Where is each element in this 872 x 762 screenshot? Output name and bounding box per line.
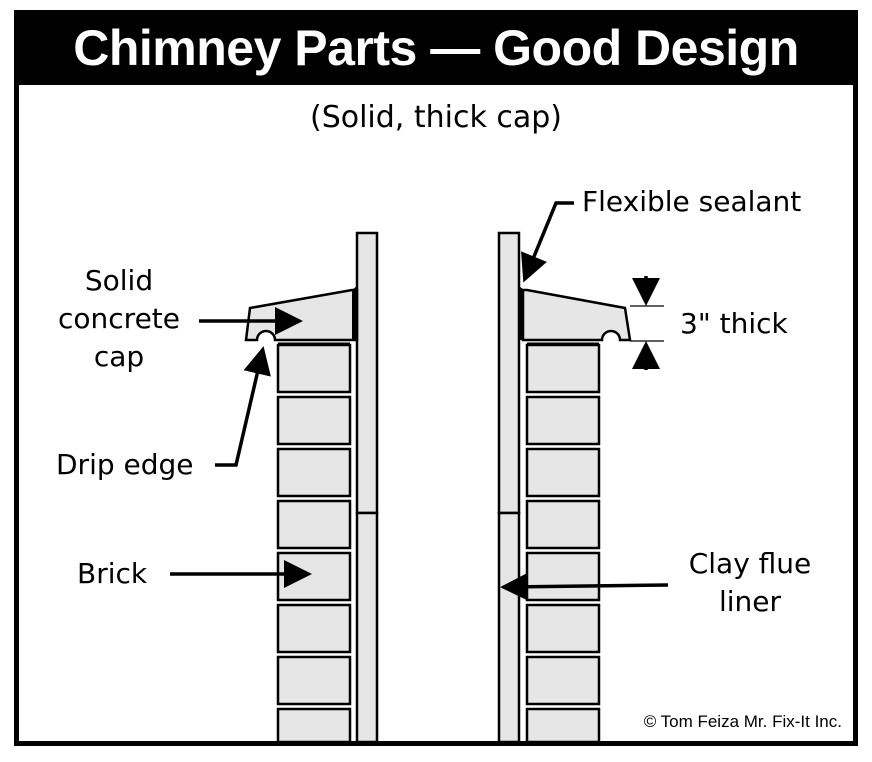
left-brick-column	[276, 343, 352, 744]
flue-liner	[355, 231, 521, 744]
label-thickness: 3" thick	[680, 307, 788, 340]
sealant-bead	[519, 286, 524, 340]
brick	[276, 707, 352, 744]
title-bar: Chimney Parts — Good Design	[14, 10, 858, 85]
label-cap: Solid concrete cap	[46, 262, 192, 376]
concrete-cap	[244, 288, 632, 342]
flue-liner-section	[355, 511, 379, 744]
label-flue-liner-line: liner	[718, 585, 782, 618]
brick	[525, 395, 601, 446]
brick	[525, 655, 601, 706]
brick	[525, 603, 601, 654]
flue-liner-section	[497, 231, 521, 515]
cap-left	[244, 288, 359, 342]
flue-liner-section	[355, 231, 379, 515]
label-brick: Brick	[77, 557, 148, 590]
brick	[276, 603, 352, 654]
brick	[276, 395, 352, 446]
brick	[276, 551, 352, 602]
brick	[525, 551, 601, 602]
cap-right	[521, 288, 632, 342]
sealant-arrow	[521, 201, 574, 283]
right-brick-column	[525, 343, 601, 744]
label-sealant: Flexible sealant	[582, 185, 802, 218]
brick	[525, 343, 601, 394]
brick	[276, 655, 352, 706]
dimension-lines	[630, 305, 664, 342]
brick	[525, 499, 601, 550]
label-flue-liner: Clay flue liner	[675, 545, 825, 621]
label-cap-line: Solid	[84, 264, 154, 297]
brick	[276, 499, 352, 550]
label-cap-line: concrete	[58, 302, 180, 335]
sealant-bead	[352, 286, 357, 340]
label-flue-liner-line: Clay flue	[688, 547, 812, 580]
drip-edge-arrow	[215, 346, 271, 467]
label-cap-line: cap	[93, 340, 145, 373]
diagram-subtitle: (Solid, thick cap)	[309, 100, 563, 135]
label-drip-edge: Drip edge	[56, 448, 194, 481]
brick	[276, 447, 352, 498]
diagram-frame	[14, 10, 858, 746]
brick	[276, 343, 352, 394]
callout-arrows	[170, 201, 669, 601]
brick	[525, 447, 601, 498]
flue-liner-arrow	[500, 572, 669, 601]
copyright-credit: © Tom Feiza Mr. Fix-It Inc.	[643, 712, 842, 731]
diagram-title: Chimney Parts — Good Design	[73, 19, 799, 76]
flexible-sealant	[352, 286, 524, 340]
flue-liner-section	[497, 511, 521, 744]
brick	[525, 707, 601, 744]
